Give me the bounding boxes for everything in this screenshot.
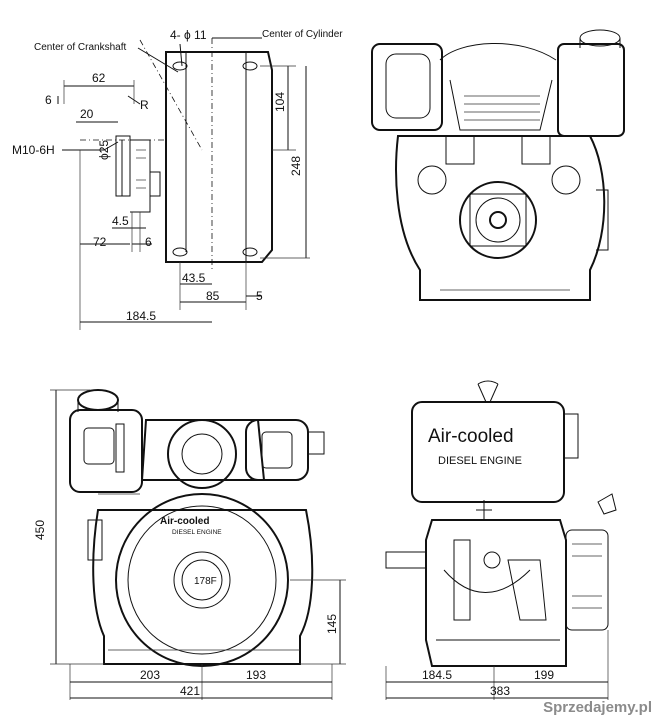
- dim-199: 199: [534, 668, 554, 682]
- dim-383: 383: [490, 684, 510, 698]
- dim-62: 62: [92, 71, 106, 85]
- dim-145: 145: [325, 614, 339, 634]
- dim-side-184-5: 184.5: [422, 668, 452, 682]
- dim-6a: 6: [45, 93, 52, 107]
- dim-phi-25: ϕ25: [97, 140, 111, 160]
- dim-248: 248: [289, 156, 303, 176]
- top-left-dimension-view: Center of Crankshaft Center of Cylinder …: [12, 28, 343, 330]
- dim-6b: 6: [145, 235, 152, 249]
- dim-4-5: 4.5: [112, 214, 129, 228]
- front-label-main: Air-cooled: [160, 516, 209, 527]
- dim-85: 85: [206, 289, 220, 303]
- dim-20: 20: [80, 107, 94, 121]
- front-label-sub: DIESEL ENGINE: [172, 529, 222, 536]
- side-label-sub: DIESEL ENGINE: [438, 455, 522, 467]
- bottom-right-side-view: Air-cooled DIESEL ENGINE 184.5 199 383: [385, 380, 617, 700]
- thread-note: M10-6H: [12, 143, 55, 157]
- dim-203: 203: [140, 668, 160, 682]
- dim-72: 72: [93, 235, 107, 249]
- dim-421: 421: [180, 684, 200, 698]
- cylinder-center-note: Center of Cylinder: [262, 29, 343, 40]
- top-right-rear-view: [371, 29, 625, 301]
- dim-184-5: 184.5: [126, 309, 156, 323]
- bottom-left-front-view: Air-cooled DIESEL ENGINE 178F 450 145 20…: [33, 389, 346, 700]
- dim-43-5: 43.5: [182, 271, 206, 285]
- dim-193: 193: [246, 668, 266, 682]
- side-label-main: Air-cooled: [428, 426, 514, 447]
- crankshaft-center-note: Center of Crankshaft: [34, 42, 126, 53]
- dim-104: 104: [273, 92, 287, 112]
- front-model-badge: 178F: [194, 576, 217, 587]
- dim-450: 450: [33, 520, 47, 540]
- watermark: Sprzedajemy.pl: [543, 699, 652, 716]
- dim-5: 5: [256, 289, 263, 303]
- holes-note: 4- ϕ 11: [170, 28, 207, 42]
- radius-note: R: [140, 98, 149, 112]
